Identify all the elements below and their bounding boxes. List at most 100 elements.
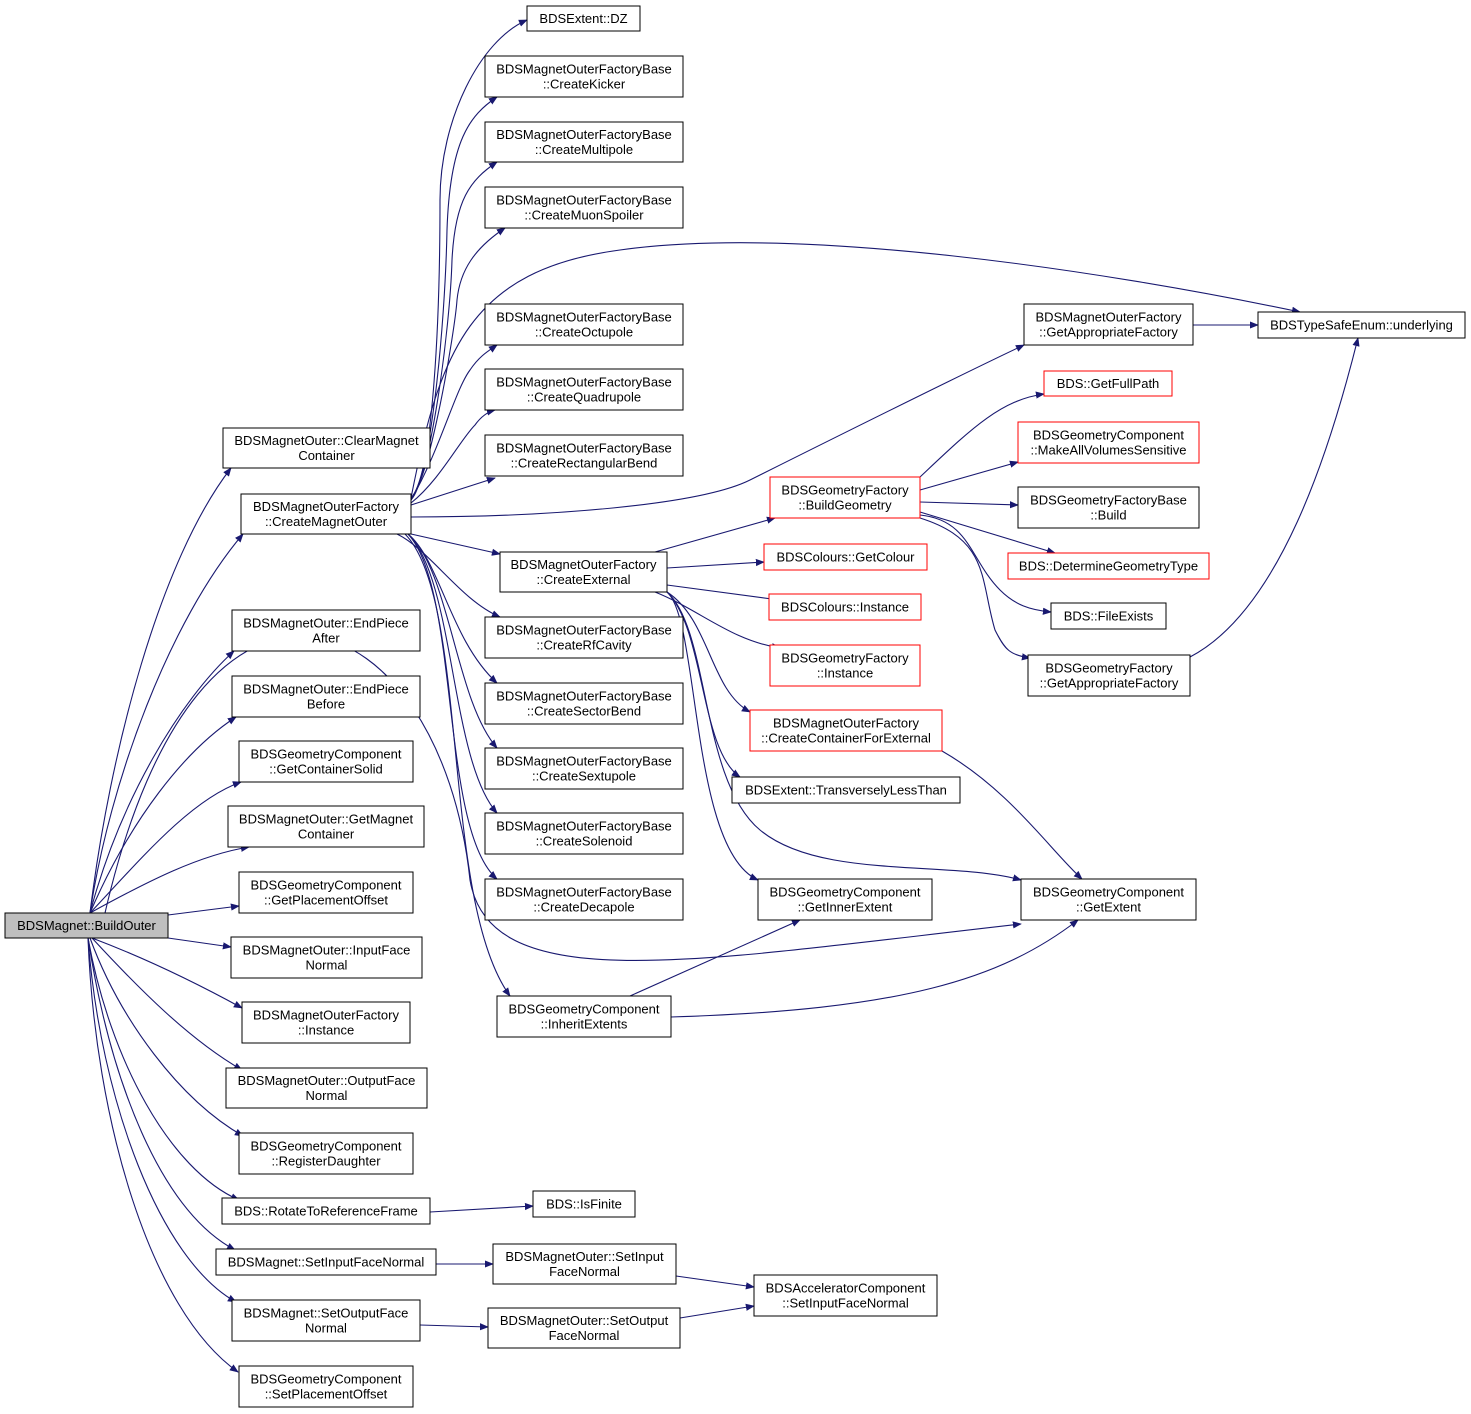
edge-root-to-regd (89, 937, 244, 1137)
node-rectbend[interactable]: BDSMagnetOuterFactoryBase::CreateRectang… (484, 434, 684, 477)
node-gcs[interactable]: BDSGeometryComponent::GetContainerSolid (238, 740, 414, 783)
node-getext[interactable]: BDSGeometryComponent::GetExtent (1020, 878, 1197, 921)
edge-mosetoutput-to-accsetinput (679, 1303, 755, 1319)
node-sextupole[interactable]: BDSMagnetOuterFactoryBase::CreateSextupo… (484, 747, 684, 790)
node-getcolour[interactable]: BDSColours::GetColour (763, 543, 928, 571)
node-mosetinput[interactable]: BDSMagnetOuter::SetInputFaceNormal (492, 1243, 677, 1285)
node-regd[interactable]: BDSGeometryComponent::RegisterDaughter (238, 1132, 414, 1175)
node-fileexists[interactable]: BDS::FileExists (1050, 602, 1167, 630)
edge-root-to-cmo (89, 533, 244, 914)
node-box (484, 682, 684, 725)
node-label: BDSMagnetOuterFactoryBase (496, 441, 672, 456)
node-cmo[interactable]: BDSMagnetOuterFactory::CreateMagnetOuter (240, 493, 412, 535)
node-colinst[interactable]: BDSColours::Instance (768, 593, 922, 621)
edge-external-to-getext (666, 591, 1022, 882)
node-label: BDS::DetermineGeometryType (1019, 559, 1198, 574)
node-setifn[interactable]: BDSMagnet::SetInputFaceNormal (215, 1248, 437, 1276)
node-box (484, 747, 684, 790)
node-label: BDSGeometryFactory (781, 651, 909, 666)
node-label: BDSMagnetOuter::SetInput (505, 1249, 664, 1264)
node-decapole[interactable]: BDSMagnetOuterFactoryBase::CreateDecapol… (484, 878, 684, 921)
node-multipole[interactable]: BDSMagnetOuterFactoryBase::CreateMultipo… (484, 121, 684, 163)
node-rotref[interactable]: BDS::RotateToReferenceFrame (221, 1197, 431, 1225)
node-rfcavity[interactable]: BDSMagnetOuterFactoryBase::CreateRfCavit… (484, 616, 684, 659)
node-detgeomtype[interactable]: BDS::DetermineGeometryType (1007, 552, 1210, 580)
node-buildgeom[interactable]: BDSGeometryFactory::BuildGeometry (769, 476, 921, 519)
node-box (238, 1132, 414, 1175)
node-solenoid[interactable]: BDSMagnetOuterFactoryBase::CreateSolenoi… (484, 812, 684, 855)
node-label: BDSMagnetOuter::InputFace (243, 943, 411, 958)
node-mofappr[interactable]: BDSMagnetOuterFactory::GetAppropriateFac… (1023, 303, 1194, 346)
node-makesens[interactable]: BDSGeometryComponent::MakeAllVolumesSens… (1017, 421, 1200, 464)
node-transless[interactable]: BDSExtent::TransverselyLessThan (731, 776, 961, 804)
node-dz[interactable]: BDSExtent::DZ (526, 5, 641, 32)
node-box (1007, 552, 1210, 580)
node-gfappr[interactable]: BDSGeometryFactory::GetAppropriateFactor… (1027, 654, 1191, 697)
node-box (496, 995, 672, 1038)
node-label: Normal (306, 1088, 348, 1103)
node-box (1017, 421, 1200, 464)
node-label: ::BuildGeometry (798, 498, 892, 513)
edge-cmo-to-quadrupole (410, 408, 496, 504)
node-label: ::CreateOctupole (535, 325, 633, 340)
node-quadrupole[interactable]: BDSMagnetOuterFactoryBase::CreateQuadrup… (484, 368, 684, 411)
node-box (1027, 654, 1191, 697)
node-kicker[interactable]: BDSMagnetOuterFactoryBase::CreateKicker (484, 55, 684, 98)
node-gfbbuild[interactable]: BDSGeometryFactoryBase::Build (1017, 486, 1200, 529)
node-inherit[interactable]: BDSGeometryComponent::InheritExtents (496, 995, 672, 1038)
node-label: BDSMagnetOuterFactoryBase (496, 819, 672, 834)
node-root[interactable]: BDSMagnet::BuildOuter (4, 912, 169, 939)
edge-root-to-ifn (167, 937, 232, 950)
node-box (757, 878, 933, 921)
node-label: BDSGeometryComponent (508, 1002, 659, 1017)
node-label: BDSColours::GetColour (777, 550, 916, 565)
edge-buildgeom-to-gfbbuild (919, 501, 1019, 509)
node-muon[interactable]: BDSMagnetOuterFactoryBase::CreateMuonSpo… (484, 186, 684, 229)
node-label: ::CreateRfCavity (536, 638, 632, 653)
node-tseunder[interactable]: BDSTypeSafeEnum::underlying (1257, 311, 1466, 339)
call-nodes: BDSMagnet::BuildOuter BDSMagnetOuter::Cle… (4, 5, 1466, 1408)
node-ifn[interactable]: BDSMagnetOuter::InputFaceNormal (230, 936, 423, 979)
node-isfinite[interactable]: BDS::IsFinite (532, 1190, 636, 1218)
node-sectorbend[interactable]: BDSMagnetOuterFactoryBase::CreateSectorB… (484, 682, 684, 725)
node-external[interactable]: BDSMagnetOuterFactory::CreateExternal (499, 551, 668, 593)
node-box (492, 1243, 677, 1285)
node-label: Container (298, 827, 355, 842)
edge-external-to-transless (666, 591, 741, 778)
edge-external-to-getcolour (666, 558, 765, 569)
node-label: BDSAcceleratorComponent (766, 1281, 926, 1296)
node-box (484, 812, 684, 855)
node-contforext[interactable]: BDSMagnetOuterFactory::CreateContainerFo… (749, 709, 943, 752)
node-fullpath[interactable]: BDS::GetFullPath (1043, 370, 1173, 397)
node-label: ::Build (1090, 508, 1126, 523)
node-box (225, 1067, 428, 1109)
edge-buildgeom-to-makesens (919, 460, 1019, 491)
node-box (231, 675, 421, 718)
node-label: ::GetExtent (1076, 900, 1141, 915)
node-label: ::CreateKicker (543, 77, 626, 92)
node-gpo[interactable]: BDSGeometryComponent::GetPlacementOffset (238, 871, 414, 914)
node-label: ::Instance (298, 1023, 354, 1038)
node-label: BDSMagnetOuterFactoryBase (496, 754, 672, 769)
node-box (484, 303, 684, 346)
node-accsetinput[interactable]: BDSAcceleratorComponent::SetInputFaceNor… (753, 1274, 938, 1317)
edge-root-to-setpo (87, 937, 239, 1373)
node-setpo[interactable]: BDSGeometryComponent::SetPlacementOffset (238, 1365, 414, 1408)
node-octupole[interactable]: BDSMagnetOuterFactoryBase::CreateOctupol… (484, 303, 684, 346)
node-innerext[interactable]: BDSGeometryComponent::GetInnerExtent (757, 878, 933, 921)
edge-mosetinput-to-accsetinput (675, 1275, 755, 1290)
edge-root-to-rotref (87, 937, 240, 1201)
node-gfinst[interactable]: BDSGeometryFactory::Instance (769, 644, 921, 687)
node-box (1023, 303, 1194, 346)
edge-root-to-ofn (91, 937, 243, 1071)
node-mofinst[interactable]: BDSMagnetOuterFactory::Instance (241, 1001, 411, 1044)
node-label: ::GetContainerSolid (269, 762, 382, 777)
